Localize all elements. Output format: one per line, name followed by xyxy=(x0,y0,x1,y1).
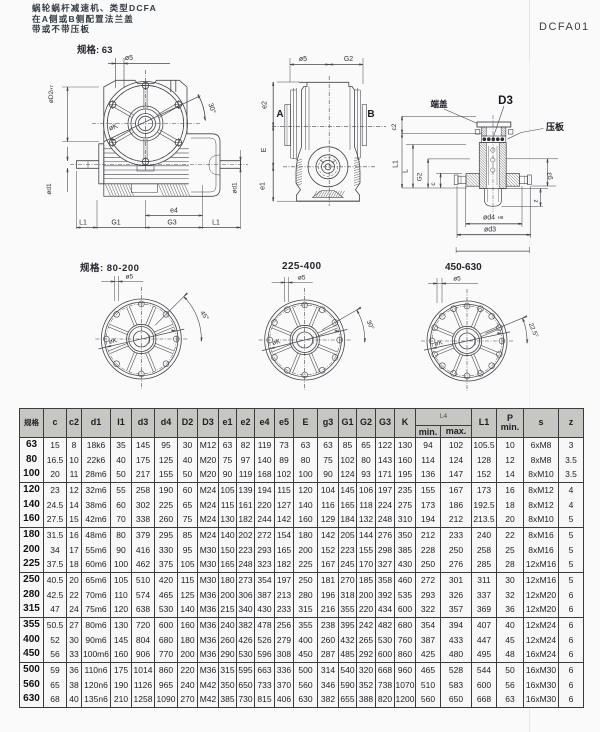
svg-text:45°: 45° xyxy=(198,309,210,322)
svg-text:ød4: ød4 xyxy=(483,215,495,222)
svg-text:ø5: ø5 xyxy=(299,56,307,63)
svg-text:øK: øK xyxy=(108,337,118,346)
svg-text:A: A xyxy=(276,109,283,120)
svg-text:D3: D3 xyxy=(498,95,513,107)
svg-text:L: L xyxy=(403,169,410,173)
svg-text:压板: 压板 xyxy=(546,121,565,132)
svg-text:G2: G2 xyxy=(344,56,353,63)
svg-text:øK: øK xyxy=(434,339,444,348)
svg-text:B: B xyxy=(367,109,374,120)
svg-text:øK: øK xyxy=(108,123,119,133)
svg-text:ø5: ø5 xyxy=(453,276,461,283)
svg-text:G2: G2 xyxy=(417,172,424,181)
svg-text:e2: e2 xyxy=(262,101,269,109)
svg-text:ød3: ød3 xyxy=(484,227,496,234)
svg-text:22.5°: 22.5° xyxy=(527,322,540,340)
svg-text:30°: 30° xyxy=(365,319,377,332)
svg-text:øK: øK xyxy=(271,338,281,347)
svg-text:E: E xyxy=(261,147,268,152)
svg-text:L1: L1 xyxy=(79,220,87,227)
svg-text:L1: L1 xyxy=(393,160,400,168)
svg-text:ød1: ød1 xyxy=(46,183,53,195)
svg-text:ø5: ø5 xyxy=(298,275,306,282)
svg-text:c: c xyxy=(430,182,437,186)
svg-text:øD2: øD2 xyxy=(48,90,55,103)
svg-text:G3: G3 xyxy=(167,220,176,227)
svg-text:c2: c2 xyxy=(391,123,398,130)
svg-text:G1: G1 xyxy=(111,220,120,227)
svg-text:ø5: ø5 xyxy=(125,55,133,62)
svg-text:e4: e4 xyxy=(170,208,178,215)
svg-text:端盖: 端盖 xyxy=(430,99,448,109)
svg-text:H7: H7 xyxy=(49,85,54,91)
svg-text:e1: e1 xyxy=(260,182,267,190)
svg-text:30°: 30° xyxy=(206,102,217,115)
svg-text:H8: H8 xyxy=(498,215,504,220)
svg-text:g3: g3 xyxy=(547,172,554,180)
svg-text:ø5: ø5 xyxy=(126,274,134,281)
svg-text:z: z xyxy=(533,199,540,202)
svg-text:ød1: ød1 xyxy=(232,182,239,194)
svg-text:L1: L1 xyxy=(212,220,220,227)
